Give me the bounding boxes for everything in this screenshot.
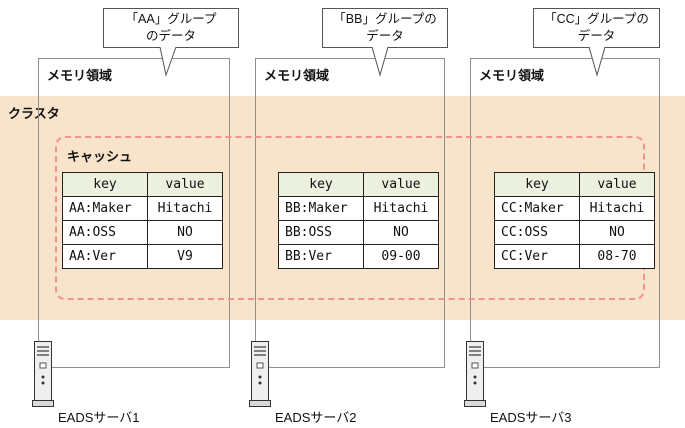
key-cell: CC:Ver bbox=[494, 244, 580, 269]
table-row: AA:OSS NO bbox=[62, 220, 223, 245]
key-cell: CC:Maker bbox=[494, 196, 580, 221]
server-icon-3 bbox=[464, 341, 486, 407]
callout-cc-group: 「CC」グループの データ bbox=[533, 8, 660, 48]
callout-line1: 「BB」グループの bbox=[333, 12, 437, 27]
callout-line2: データ bbox=[577, 29, 616, 43]
value-cell: 09-00 bbox=[363, 244, 439, 269]
memory-label-3: メモリ領域 bbox=[479, 68, 545, 83]
key-cell: AA:Ver bbox=[62, 244, 148, 269]
col-header-key: key bbox=[278, 172, 364, 197]
table-header-row: key value bbox=[278, 172, 439, 197]
callout-line1: 「CC」グループの bbox=[544, 12, 649, 27]
cache-label: キャッシュ bbox=[67, 149, 133, 164]
col-header-value: value bbox=[363, 172, 439, 197]
callout-line2: のデータ bbox=[145, 29, 196, 43]
col-header-key: key bbox=[494, 172, 580, 197]
value-cell: NO bbox=[363, 220, 439, 245]
table-row: CC:Ver 08-70 bbox=[494, 244, 655, 269]
kv-table-aa: key value AA:Maker Hitachi AA:OSS NO AA:… bbox=[62, 172, 223, 269]
value-cell: V9 bbox=[147, 244, 223, 269]
memory-box-1: メモリ領域 bbox=[38, 58, 230, 368]
memory-label-1: メモリ領域 bbox=[47, 68, 113, 83]
key-cell: BB:Ver bbox=[278, 244, 364, 269]
callout-aa-group: 「AA」グループ のデータ bbox=[103, 8, 239, 48]
value-cell: 08-70 bbox=[579, 244, 655, 269]
key-cell: BB:Maker bbox=[278, 196, 364, 221]
col-header-value: value bbox=[147, 172, 223, 197]
value-cell: NO bbox=[579, 220, 655, 245]
callout-bb-group: 「BB」グループの データ bbox=[322, 8, 448, 48]
table-header-row: key value bbox=[494, 172, 655, 197]
table-row: CC:OSS NO bbox=[494, 220, 655, 245]
memory-box-3: メモリ領域 bbox=[470, 58, 660, 368]
table-row: AA:Maker Hitachi bbox=[62, 196, 223, 221]
callout-line1: 「AA」グループ bbox=[125, 12, 217, 27]
server-label-3: EADSサーバ3 bbox=[490, 410, 572, 425]
col-header-key: key bbox=[62, 172, 148, 197]
value-cell: NO bbox=[147, 220, 223, 245]
table-row: BB:Maker Hitachi bbox=[278, 196, 439, 221]
value-cell: Hitachi bbox=[579, 196, 655, 221]
value-cell: Hitachi bbox=[147, 196, 223, 221]
table-header-row: key value bbox=[62, 172, 223, 197]
key-cell: AA:OSS bbox=[62, 220, 148, 245]
table-row: BB:Ver 09-00 bbox=[278, 244, 439, 269]
server-icon-2 bbox=[249, 341, 271, 407]
kv-table-cc: key value CC:Maker Hitachi CC:OSS NO CC:… bbox=[494, 172, 655, 269]
callout-line2: データ bbox=[366, 29, 404, 43]
memory-label-2: メモリ領域 bbox=[264, 68, 330, 83]
key-cell: CC:OSS bbox=[494, 220, 580, 245]
cluster-label: クラスタ bbox=[8, 106, 60, 121]
key-cell: BB:OSS bbox=[278, 220, 364, 245]
table-row: AA:Ver V9 bbox=[62, 244, 223, 269]
server-icon-1 bbox=[32, 341, 54, 407]
kv-table-bb: key value BB:Maker Hitachi BB:OSS NO BB:… bbox=[278, 172, 439, 269]
table-row: BB:OSS NO bbox=[278, 220, 439, 245]
col-header-value: value bbox=[579, 172, 655, 197]
server-label-1: EADSサーバ1 bbox=[58, 410, 140, 425]
memory-box-2: メモリ領域 bbox=[255, 58, 445, 368]
key-cell: AA:Maker bbox=[62, 196, 148, 221]
table-row: CC:Maker Hitachi bbox=[494, 196, 655, 221]
server-label-2: EADSサーバ2 bbox=[275, 410, 357, 425]
value-cell: Hitachi bbox=[363, 196, 439, 221]
